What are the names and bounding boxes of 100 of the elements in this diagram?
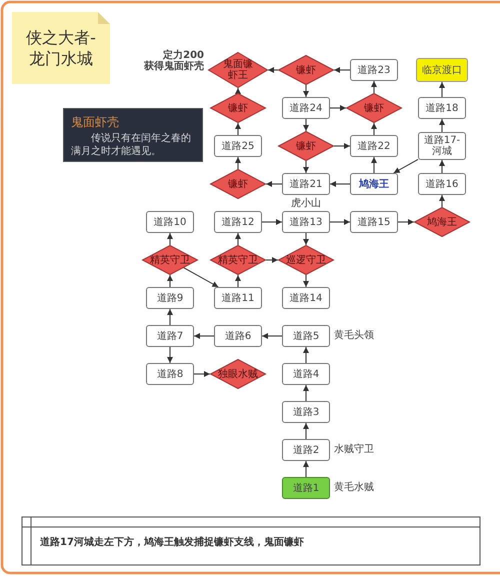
- area-label: 虎小山: [290, 196, 322, 210]
- node-label: 镰虾: [296, 140, 316, 152]
- arrow: [235, 274, 241, 288]
- decision-diamond: [414, 207, 470, 237]
- node-label: 精英守卫: [150, 254, 190, 266]
- arrow: [330, 181, 350, 187]
- node-label: 道路21: [290, 178, 322, 190]
- decision-diamond: [210, 169, 266, 199]
- arrow: [303, 274, 309, 288]
- node-label: 临京渡口: [422, 64, 462, 76]
- node-label: 道路24: [290, 102, 322, 114]
- process-box: [146, 363, 194, 385]
- arrow: [330, 219, 350, 225]
- process-box: [282, 173, 330, 195]
- process-box: [418, 173, 466, 195]
- arrow: [167, 308, 173, 326]
- arrow: [167, 232, 173, 246]
- decision-diamond: [278, 245, 334, 275]
- end-box: [416, 58, 468, 82]
- process-box: [282, 287, 330, 309]
- node-label: 道路14: [290, 292, 322, 304]
- arrow: [262, 333, 282, 339]
- node-annotation: 水贼守卫: [334, 444, 374, 455]
- process-box: [282, 363, 330, 385]
- node-label: 镰虾: [364, 102, 384, 114]
- process-box: [214, 211, 262, 233]
- node-annotation: 定力200 获得鬼面虾壳: [143, 50, 204, 72]
- arrow: [167, 346, 173, 364]
- node-label: 道路10: [154, 216, 186, 228]
- arrow: [439, 118, 445, 132]
- decision-diamond: [210, 359, 266, 389]
- start-box: [282, 477, 330, 499]
- arrow: [393, 158, 418, 174]
- process-box: [214, 325, 262, 347]
- node-label: 道路1: [292, 482, 320, 494]
- node-label: 道路2: [292, 444, 320, 456]
- decision-diamond: [142, 245, 198, 275]
- decision-diamond: [278, 55, 334, 85]
- arrow: [439, 194, 445, 208]
- arrow: [167, 274, 173, 288]
- arrow: [262, 219, 282, 225]
- process-box: [350, 135, 398, 157]
- node-label: 鸠海王: [427, 216, 457, 228]
- note-text: 道路17河城走左下方，鸠海王触发捕捉镰虾支线，鬼面镰虾: [40, 535, 304, 549]
- sticky-note: [12, 12, 110, 84]
- process-box: [350, 173, 398, 195]
- arrow: [398, 219, 414, 225]
- node-label: 道路4: [292, 368, 320, 380]
- node-label: 道路9: [156, 292, 184, 304]
- decision-diamond: [208, 52, 268, 88]
- arrow: [183, 267, 219, 288]
- process-box: [146, 325, 194, 347]
- process-box: [350, 211, 398, 233]
- decision-diamond: [210, 93, 266, 123]
- arrow: [334, 67, 350, 73]
- arrow: [235, 88, 241, 94]
- arrow: [303, 84, 309, 98]
- process-box: [282, 401, 330, 423]
- node-label: 鬼面镰虾王: [222, 59, 254, 81]
- node-label: 道路12: [222, 216, 254, 228]
- arrow: [303, 118, 309, 132]
- arrow: [194, 333, 214, 339]
- arrow: [330, 105, 346, 111]
- process-box: [146, 211, 194, 233]
- arrow: [268, 67, 278, 73]
- arrow: [303, 384, 309, 402]
- node-label: 道路25: [222, 140, 254, 152]
- arrow: [194, 371, 210, 377]
- node-label: 道路23: [358, 64, 390, 76]
- node-label: 镰虾: [228, 178, 248, 190]
- node-label: 道路7: [156, 330, 184, 342]
- process-box: [282, 97, 330, 119]
- process-box: [418, 132, 466, 160]
- arrow: [439, 160, 445, 174]
- node-label: 巡逻守卫: [286, 254, 326, 266]
- arrow: [303, 422, 309, 440]
- item-tooltip-card: [63, 108, 203, 162]
- process-box: [214, 287, 262, 309]
- decision-diamond: [210, 245, 266, 275]
- arrow: [371, 122, 377, 136]
- node-label: 道路3: [292, 406, 320, 418]
- arrow: [371, 156, 377, 174]
- process-box: [146, 287, 194, 309]
- node-label: 精英守卫: [218, 254, 258, 266]
- node-label: 道路18: [426, 102, 458, 114]
- process-box: [350, 59, 398, 81]
- item-description: 传说只有在闰年之春的满月之时才能遇见。: [71, 132, 192, 158]
- title-text: 侠之大者-龙门水城: [25, 27, 97, 69]
- arrow: [371, 80, 377, 94]
- arrow: [334, 143, 350, 149]
- process-box: [282, 439, 330, 461]
- arrow: [303, 460, 309, 478]
- node-annotation: 黄毛头领: [334, 330, 374, 341]
- decision-diamond: [346, 93, 402, 123]
- arrow: [439, 82, 445, 98]
- arrow: [266, 257, 278, 263]
- node-label: 鸠海王: [359, 178, 389, 190]
- node-label: 道路13: [290, 216, 322, 228]
- node-label: 道路8: [156, 368, 184, 380]
- item-name: 鬼面虾壳: [71, 114, 120, 130]
